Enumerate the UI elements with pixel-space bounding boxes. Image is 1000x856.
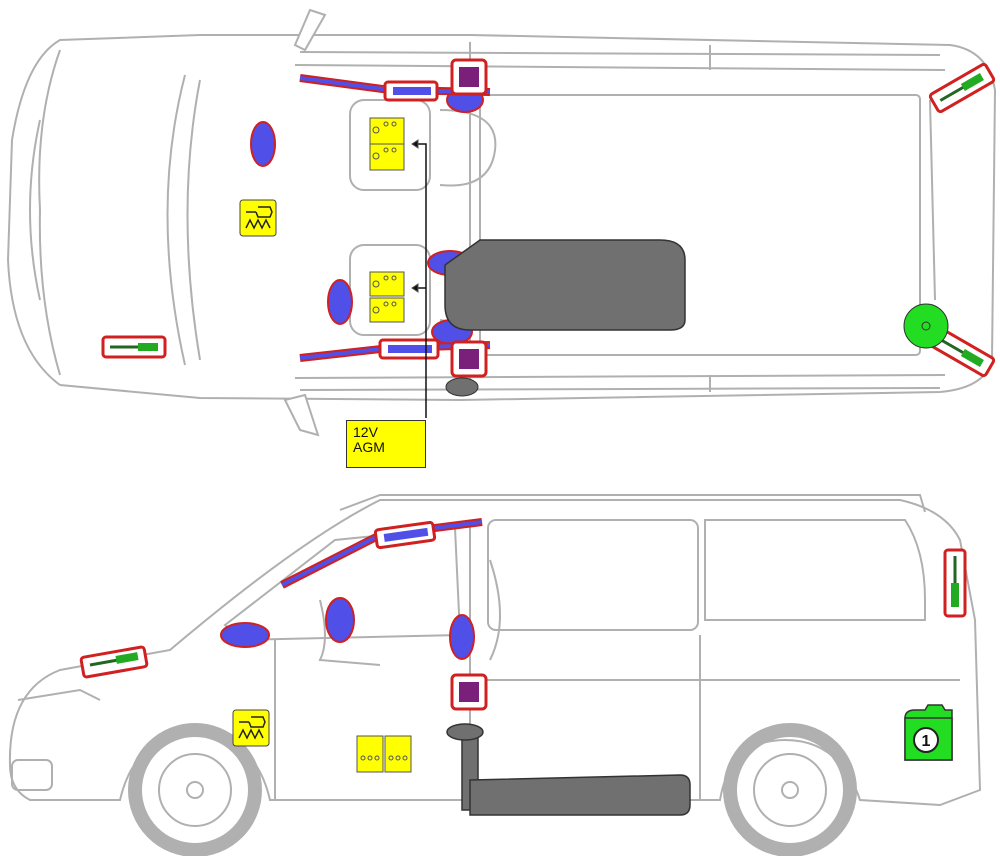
belt-tensioner-icon (450, 673, 488, 711)
battery-icon (369, 117, 405, 171)
top-view-gas-generators (378, 58, 488, 378)
top-view (6, 8, 997, 437)
airbag-icon (220, 622, 270, 648)
front-wheel (128, 723, 262, 856)
airbag-icon (325, 597, 355, 643)
preheater-icon (232, 709, 270, 747)
fuel-tank-icon (446, 723, 691, 816)
airbag-icon (327, 279, 353, 325)
fuel-filler-icon (445, 377, 479, 397)
auxiliary-tank-badge-number: 1 (922, 733, 931, 750)
rear-wheel (723, 723, 857, 856)
battery-label-type: AGM (353, 439, 385, 455)
top-view-cargo-area (479, 94, 921, 356)
battery-label-voltage: 12V (353, 424, 378, 440)
top-view-batteries (369, 117, 427, 418)
auxiliary-tank-badge (913, 727, 939, 753)
preheater-icon (239, 199, 277, 237)
top-view-mirror-left (293, 8, 327, 52)
side-view-middle-window (487, 519, 699, 631)
battery-icon (356, 735, 412, 773)
airbag-icon (449, 614, 475, 660)
auxiliary-tank-icon: 1 (904, 704, 953, 761)
side-view-roof-rail (339, 494, 926, 513)
fuel-tank-icon (444, 239, 686, 331)
top-view-hood-line (166, 74, 186, 366)
battery-icon (369, 271, 405, 323)
top-view-gas-springs (101, 62, 996, 378)
auxiliary-tank-icon (903, 303, 949, 349)
side-view-gas-springs (79, 548, 967, 679)
top-view-mirror-right (283, 393, 320, 437)
battery-label: 12V AGM (346, 420, 426, 468)
side-view-rear-window (704, 519, 926, 621)
airbag-icon (250, 121, 276, 167)
side-view-airbags (220, 518, 483, 660)
